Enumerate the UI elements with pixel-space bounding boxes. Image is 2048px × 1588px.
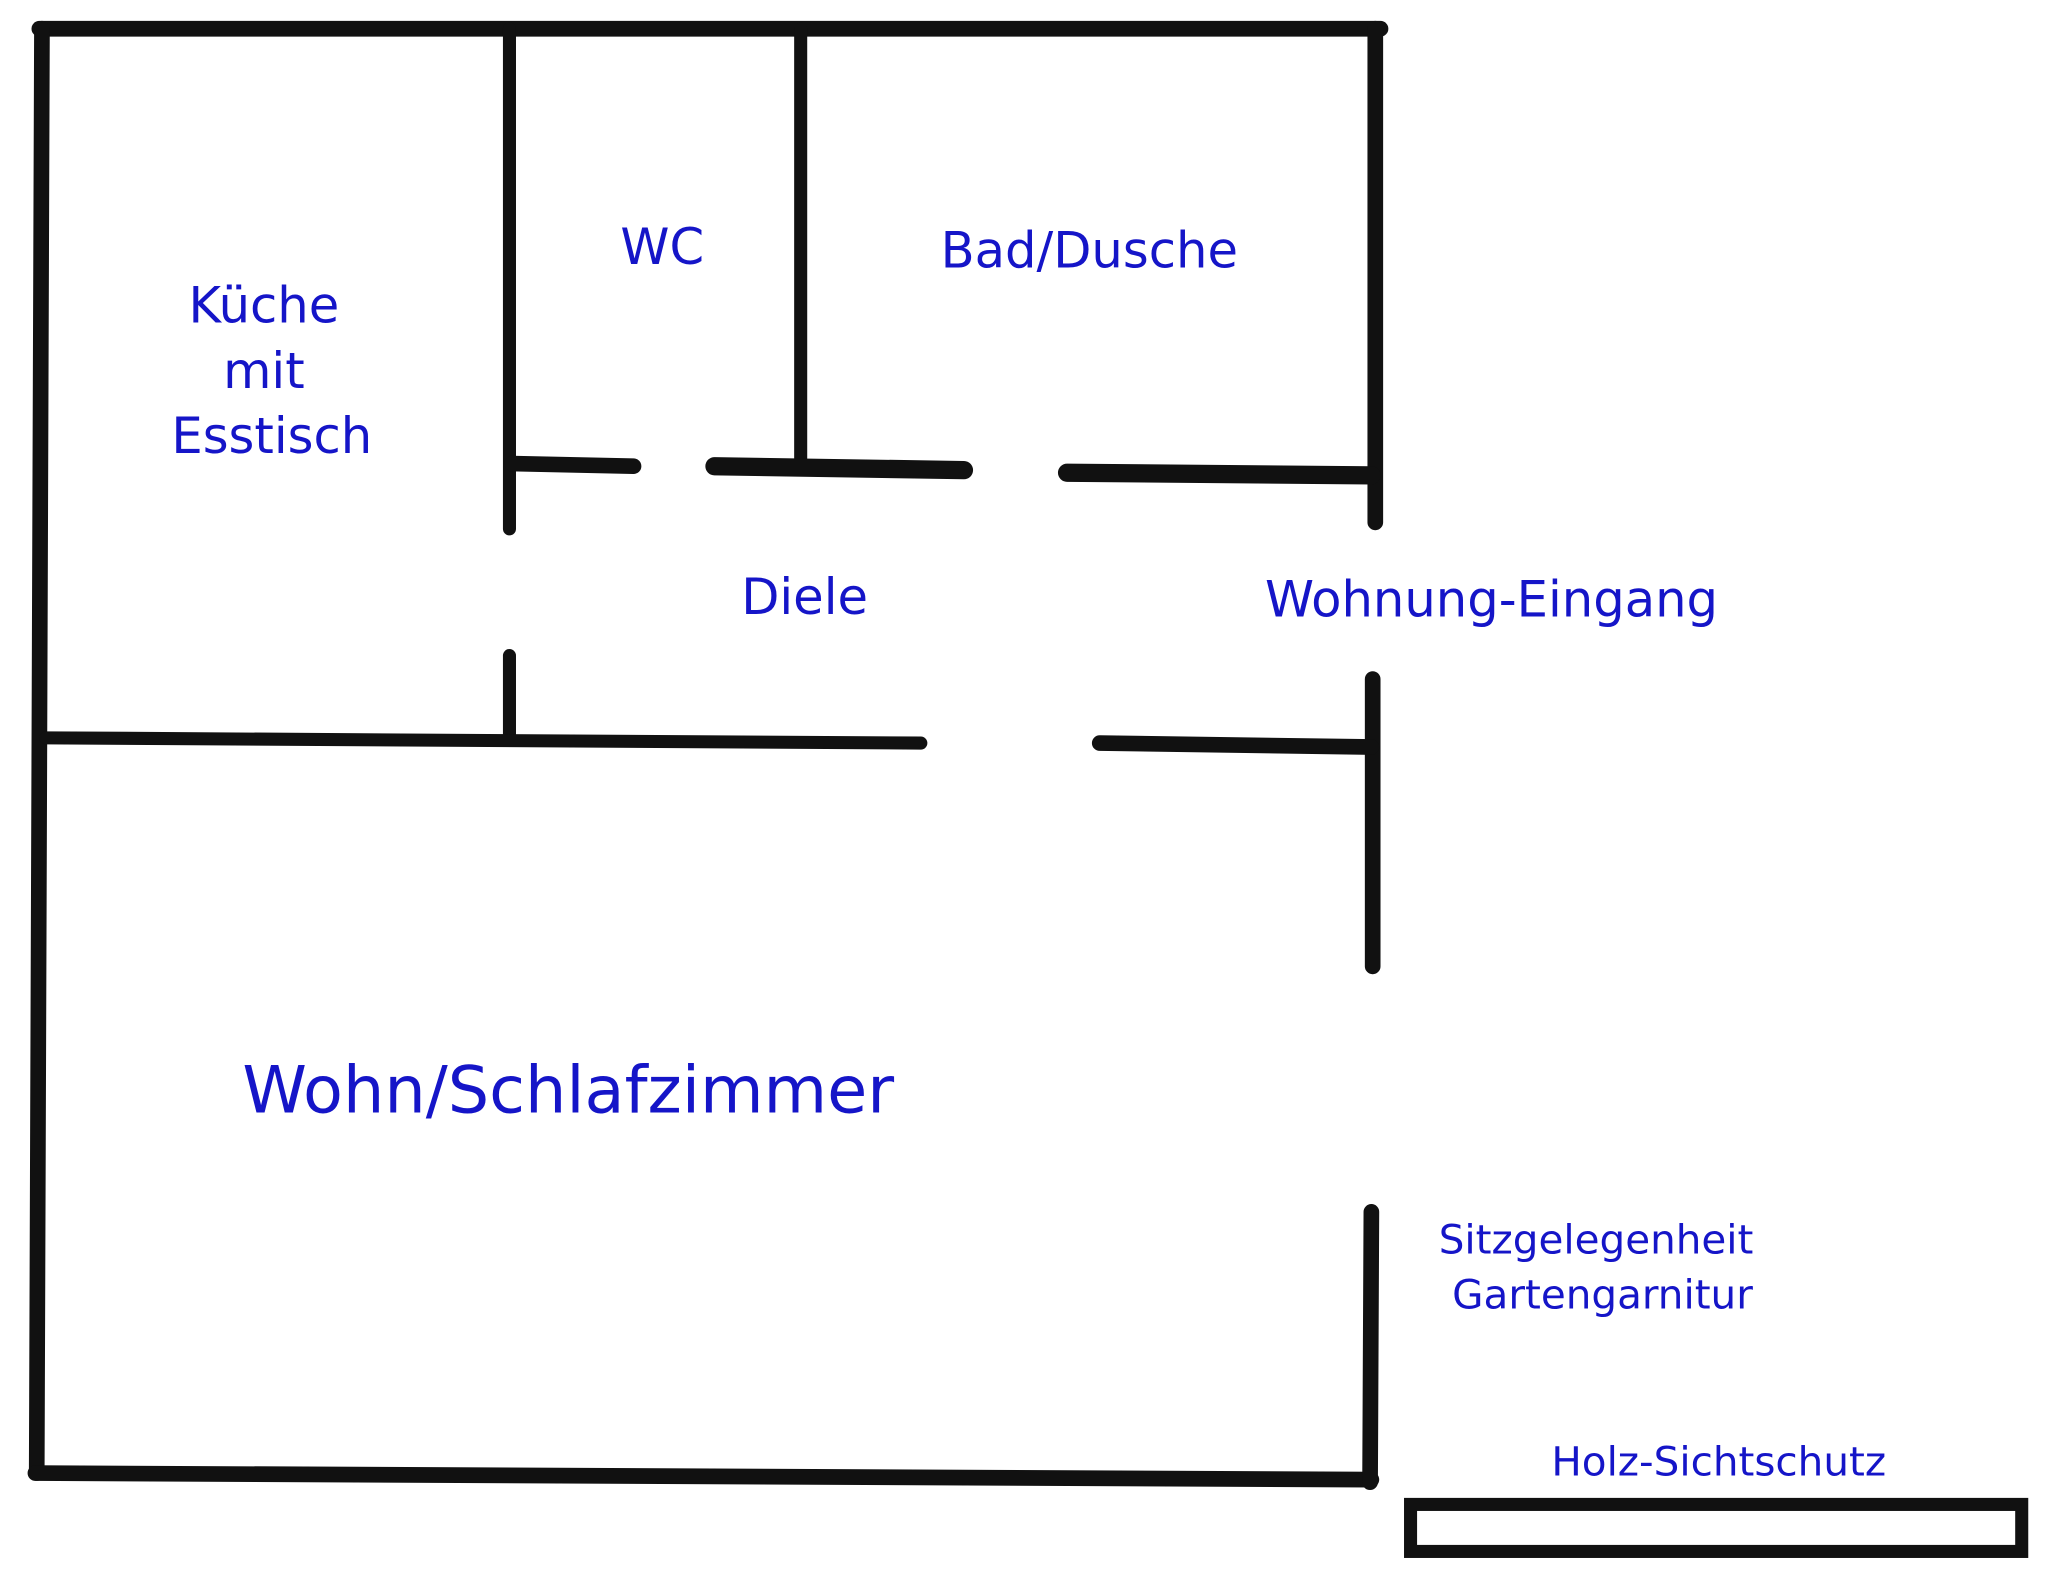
outer-wall-left: [28, 20, 50, 1481]
outer-wall-right-lower: [1362, 1204, 1380, 1491]
label-wc: WC: [620, 218, 704, 276]
label-living-bedroom: Wohn/Schlafzimmer: [242, 1053, 894, 1129]
label-kitchen: Küche mit Esstisch: [171, 277, 372, 466]
label-entrance: Wohnung-Eingang: [1265, 570, 1718, 628]
wall-bath-hall-right: [1057, 463, 1381, 485]
label-seating: Sitzgelegenheit Gartengarnitur: [1439, 1216, 1767, 1319]
wooden-privacy-screen: [1404, 1497, 2029, 1558]
wall-living-north-right: [1091, 735, 1380, 755]
label-hall: Diele: [741, 568, 868, 626]
outer-wall-bottom: [27, 1465, 1380, 1488]
walls: [27, 20, 1389, 1491]
wall-bath-hall-left: [705, 457, 974, 480]
label-bath: Bad/Dusche: [941, 222, 1238, 280]
wall-wc-hall: [504, 455, 642, 475]
label-privacy-screen: Holz-Sichtschutz: [1551, 1438, 1886, 1486]
wall-living-north-left: [39, 731, 928, 750]
